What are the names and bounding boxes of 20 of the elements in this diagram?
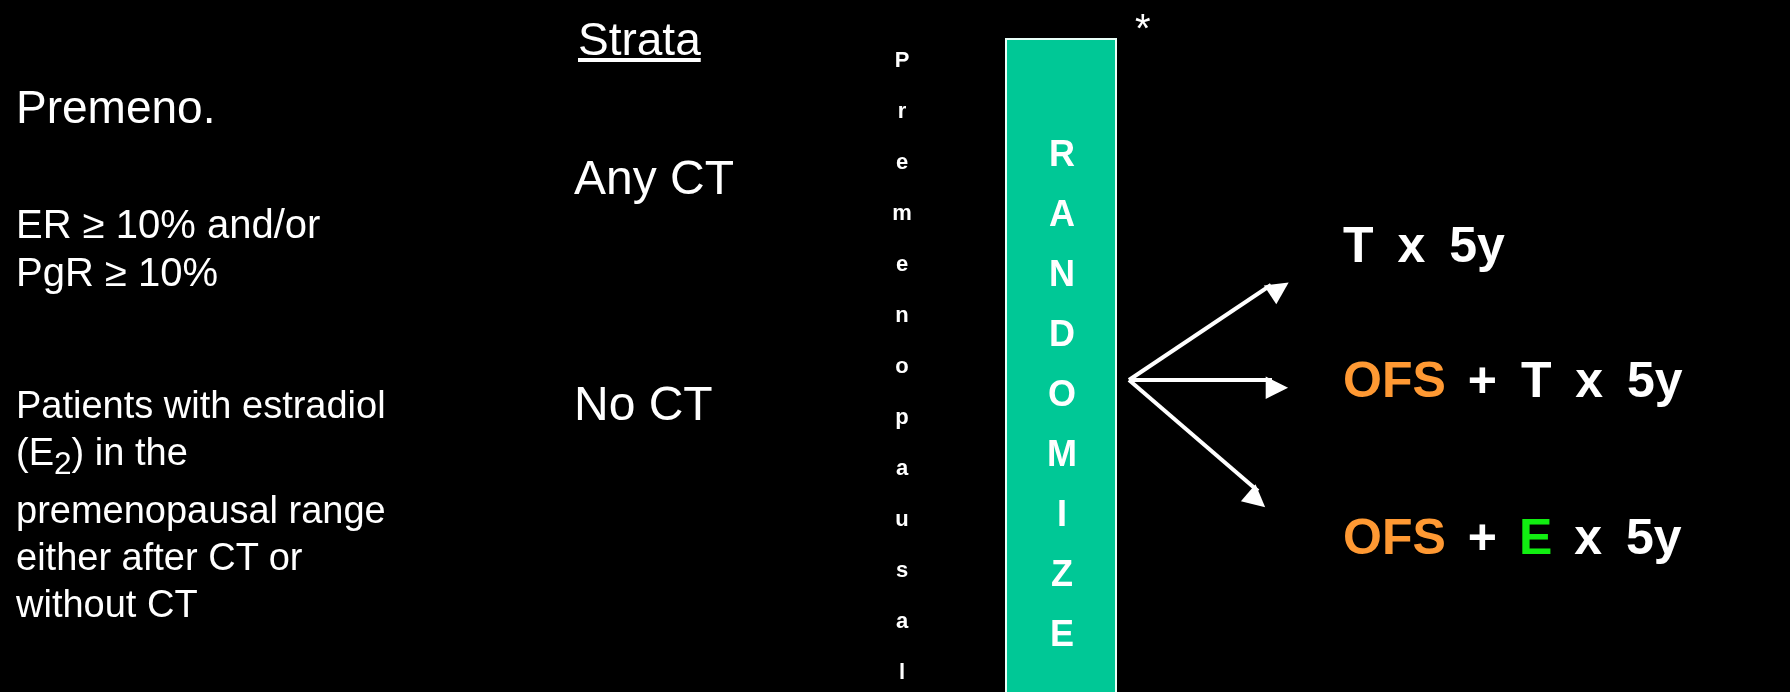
stratum-label: Any CT xyxy=(574,150,735,205)
treatment-text: x 5y xyxy=(1574,508,1682,566)
treatment-text: T x 5y xyxy=(1343,216,1505,274)
stratum-label: No CT xyxy=(574,376,713,431)
column-heading: Strata xyxy=(578,12,701,66)
heading: Premeno. xyxy=(16,80,216,134)
arrow xyxy=(1127,378,1266,508)
treatment-text: E xyxy=(1519,508,1553,566)
randomize-bar xyxy=(1005,38,1117,692)
treatment-text: OFS xyxy=(1343,508,1446,566)
criteria-text: ER ≥ 10% and/or PgR ≥ 10% xyxy=(16,201,322,296)
footnote-mark: * xyxy=(1135,6,1151,51)
treatment-text: OFS xyxy=(1343,351,1446,409)
treatment-text: + T x 5y xyxy=(1467,351,1683,409)
bar-label: RANDOMIZE xyxy=(1046,132,1078,656)
arrow xyxy=(1127,282,1289,382)
treatment-text: + xyxy=(1467,508,1497,566)
vertical-label: Premenopausal xyxy=(891,46,913,686)
arrow xyxy=(1129,376,1289,399)
criteria-text: Patients with estradiol (E$_{2}$) in the premenopausal range either after CT or without CT xyxy=(16,383,387,627)
